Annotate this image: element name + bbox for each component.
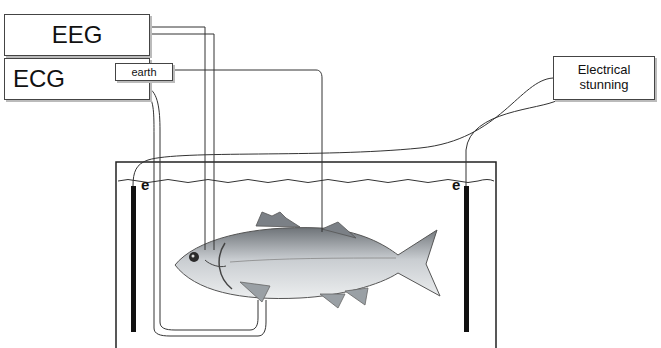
ecg-wire xyxy=(148,88,258,330)
electrode-label: e xyxy=(452,176,460,193)
node-text: earth xyxy=(131,66,156,79)
stunner-box: Electrical stunning xyxy=(553,56,655,100)
water-line xyxy=(118,180,494,183)
node-text: ECG xyxy=(13,65,65,93)
stunning-wire xyxy=(133,78,553,186)
fish xyxy=(175,212,440,308)
earth-wire xyxy=(170,70,322,232)
eeg-wire xyxy=(150,27,205,250)
node-text: Electrical stunning xyxy=(554,63,654,93)
monitor-box: EEG xyxy=(4,14,150,56)
monitor-box: ECGearth xyxy=(4,58,150,100)
stunning-wire xyxy=(466,100,558,186)
node-text: EEG xyxy=(52,21,103,49)
electrode xyxy=(131,186,136,332)
electrode-label: e xyxy=(141,176,149,193)
earth-box: earth xyxy=(115,63,173,81)
electrode xyxy=(464,186,469,332)
tank-outline xyxy=(116,162,496,348)
ecg-wire xyxy=(148,96,266,336)
